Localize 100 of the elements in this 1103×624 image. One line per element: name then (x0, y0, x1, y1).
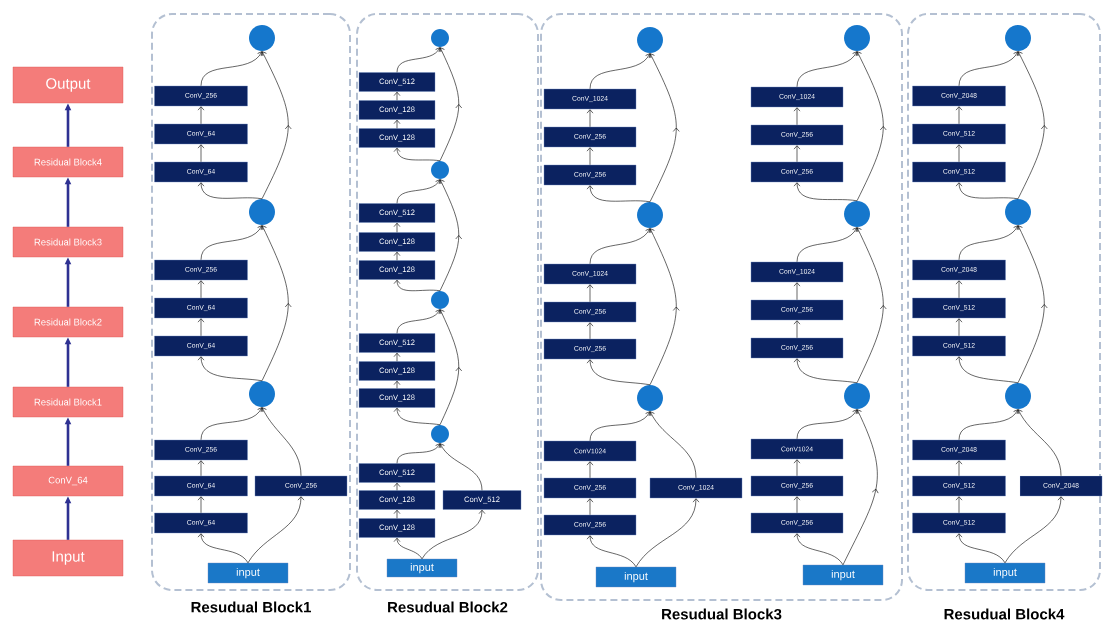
arrow (438, 179, 463, 292)
input-box: input (595, 566, 677, 588)
arrow (648, 411, 697, 479)
sum-circle (1005, 199, 1031, 225)
arrow (197, 318, 205, 337)
arrow (589, 411, 652, 442)
arrow (396, 47, 442, 73)
arrow (393, 279, 441, 292)
block-title: Resudual Block4 (944, 608, 1065, 620)
sum-circle (249, 25, 275, 51)
arrow (393, 91, 401, 101)
arrow (393, 407, 441, 426)
arrow (793, 358, 858, 384)
arrow (197, 496, 205, 514)
arrow (793, 282, 801, 301)
sum-circle (431, 161, 449, 179)
arrow (1016, 409, 1062, 477)
arrow (586, 109, 594, 128)
layer-box: Residual Block2 (12, 306, 124, 338)
arrow (793, 459, 801, 477)
arrow (635, 498, 700, 568)
arrow (586, 284, 594, 303)
sum-circle (431, 291, 449, 309)
arrow (200, 407, 264, 441)
sum-circle (637, 385, 663, 411)
arrow (586, 359, 651, 386)
sum-circle (249, 199, 275, 225)
arrow (393, 380, 401, 389)
arrow (197, 106, 205, 125)
arrow (197, 533, 249, 564)
arrow (393, 509, 401, 519)
arrow (589, 228, 652, 265)
arrow (197, 460, 205, 477)
arrow (396, 309, 442, 334)
arrow (796, 51, 859, 88)
block-title: Resudual Block3 (662, 608, 782, 620)
arrow (855, 51, 887, 202)
layer-box: Output (12, 66, 124, 104)
arrow (197, 356, 263, 382)
arrow (421, 509, 486, 560)
arrow (955, 182, 1019, 200)
sum-circle (637, 27, 663, 53)
arrow (793, 145, 801, 163)
arrow (197, 280, 205, 299)
arrow (197, 144, 205, 163)
arrow (260, 407, 302, 477)
arrow (393, 147, 441, 162)
arrow (438, 309, 463, 426)
input-box: input (207, 562, 289, 584)
arrow (393, 119, 401, 129)
arrow (855, 227, 887, 384)
sum-circle (1005, 383, 1031, 409)
sum-circle (844, 201, 870, 227)
arrow (955, 106, 963, 125)
sum-circle (844, 383, 870, 409)
arrow (955, 318, 963, 337)
arrow (586, 185, 651, 203)
sum-circle (431, 29, 449, 47)
arrow (958, 51, 1020, 87)
input-box: input (386, 558, 458, 578)
arrow (200, 51, 264, 87)
sum-circle (637, 202, 663, 228)
layer-box: Input (12, 539, 124, 577)
arrow (197, 182, 263, 200)
arrow (589, 53, 652, 90)
arrow (586, 535, 637, 568)
layer-box: Residual Block4 (12, 146, 124, 178)
arrow (793, 107, 801, 126)
arrow (955, 356, 1019, 384)
arrow (955, 533, 1006, 564)
arrow (393, 352, 401, 362)
arrow (200, 225, 264, 261)
input-box: input (964, 562, 1046, 584)
sum-circle (431, 425, 449, 443)
layer-box: ConV_64 (12, 465, 124, 497)
sum-circle (844, 25, 870, 51)
arrow (393, 251, 401, 261)
arrow (396, 443, 442, 464)
arrow (393, 222, 401, 233)
arrow (260, 225, 292, 382)
arrow (955, 280, 963, 299)
arrow (586, 322, 594, 340)
arrow (438, 47, 463, 162)
arrow (793, 533, 844, 566)
arrow (438, 443, 483, 491)
block-title: Resudual Block1 (191, 601, 311, 613)
arrow (793, 320, 801, 339)
block-title: Resudual Block2 (388, 601, 508, 613)
arrow (796, 409, 859, 440)
arrow (793, 496, 801, 514)
arrow (1016, 225, 1048, 384)
arrow (1004, 496, 1065, 564)
arrow (247, 496, 305, 564)
arrow (793, 182, 858, 202)
layer-box: Residual Block1 (12, 386, 124, 418)
arrow (396, 179, 442, 204)
input-box: input (802, 564, 884, 586)
arrow (648, 53, 680, 203)
arrow (958, 409, 1020, 441)
arrow (586, 498, 594, 516)
